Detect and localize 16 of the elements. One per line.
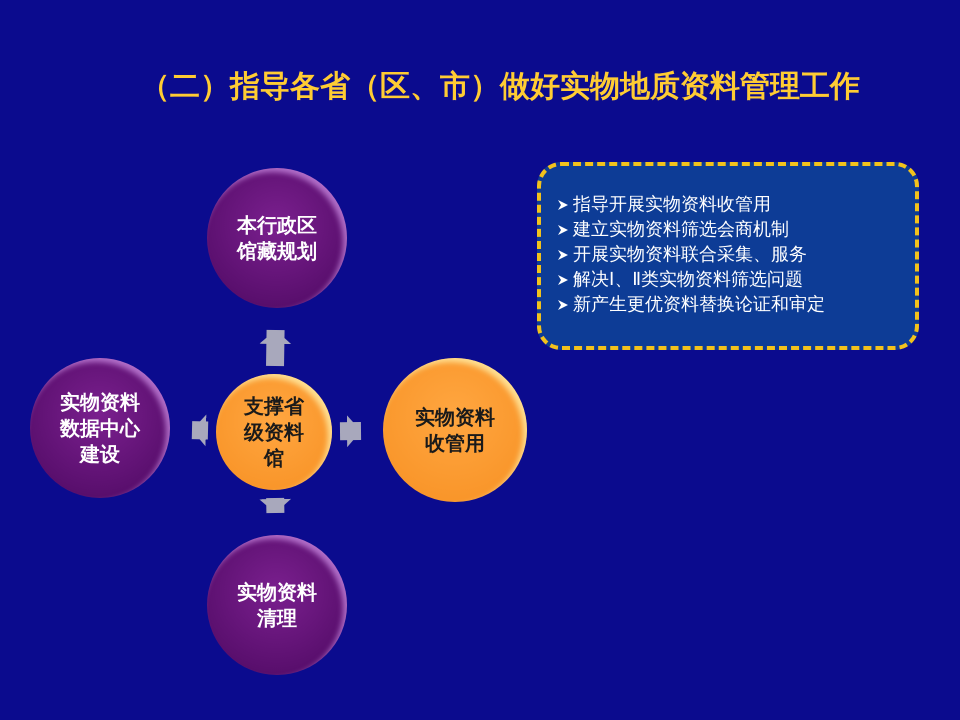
node-label: 实物资料收管用 xyxy=(414,404,496,456)
bullet-text: 开展实物资料联合采集、服务 xyxy=(573,243,807,267)
block-arrow xyxy=(259,330,292,366)
block-arrow xyxy=(259,498,292,514)
node-label: 支撑省级资料馆 xyxy=(243,393,305,471)
title: （二）指导各省（区、市）做好实物地质资料管理工作 xyxy=(139,68,861,106)
bullet-text: 新产生更优资料替换论证和审定 xyxy=(573,293,825,317)
bullet-text: 解决Ⅰ、Ⅱ类实物资料筛选问题 xyxy=(573,268,804,292)
bullet-list-box xyxy=(537,162,919,350)
bullet-text: 指导开展实物资料收管用 xyxy=(573,193,771,217)
node-label: 实物资料数据中心建设 xyxy=(59,389,141,467)
bullet-text: 建立实物资料筛选会商机制 xyxy=(573,218,789,242)
block-arrow xyxy=(340,415,362,448)
block-arrow xyxy=(192,414,208,446)
node-label: 实物资料清理 xyxy=(236,579,318,631)
node-label: 本行政区馆藏规划 xyxy=(236,212,318,264)
